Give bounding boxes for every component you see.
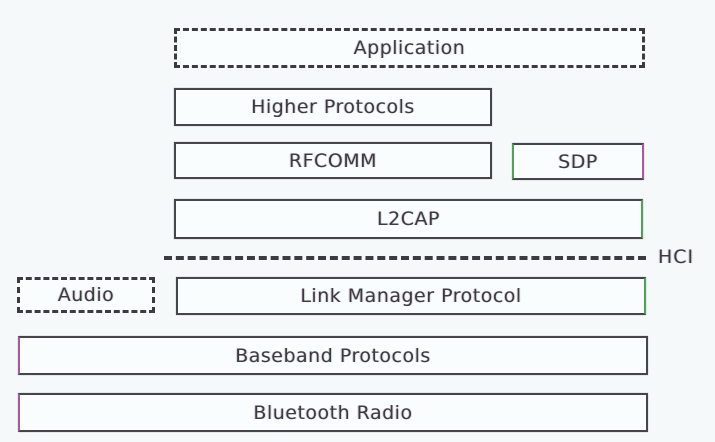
box-bluetooth-radio: Bluetooth Radio (18, 393, 648, 432)
box-audio-label: Audio (57, 284, 115, 306)
box-rfcomm-label: RFCOMM (288, 149, 378, 172)
hci-divider-line (164, 256, 646, 260)
box-sdp: SDP (512, 143, 644, 180)
box-audio: Audio (17, 277, 155, 313)
box-higher-protocols-label: Higher Protocols (251, 96, 415, 118)
box-baseband-protocols-label: Baseband Protocols (235, 344, 431, 367)
box-l2cap-label: L2CAP (377, 208, 440, 230)
box-higher-protocols: Higher Protocols (174, 88, 492, 126)
box-link-manager-protocol-label: Link Manager Protocol (300, 285, 522, 307)
box-application: Application (174, 28, 645, 68)
box-bluetooth-radio-label: Bluetooth Radio (253, 401, 413, 424)
box-l2cap: L2CAP (174, 199, 643, 239)
box-sdp-label: SDP (558, 150, 598, 173)
box-application-label: Application (353, 37, 466, 59)
hci-label: HCI (658, 246, 695, 268)
box-link-manager-protocol: Link Manager Protocol (176, 277, 646, 315)
box-rfcomm: RFCOMM (174, 142, 492, 179)
box-baseband-protocols: Baseband Protocols (18, 336, 648, 375)
